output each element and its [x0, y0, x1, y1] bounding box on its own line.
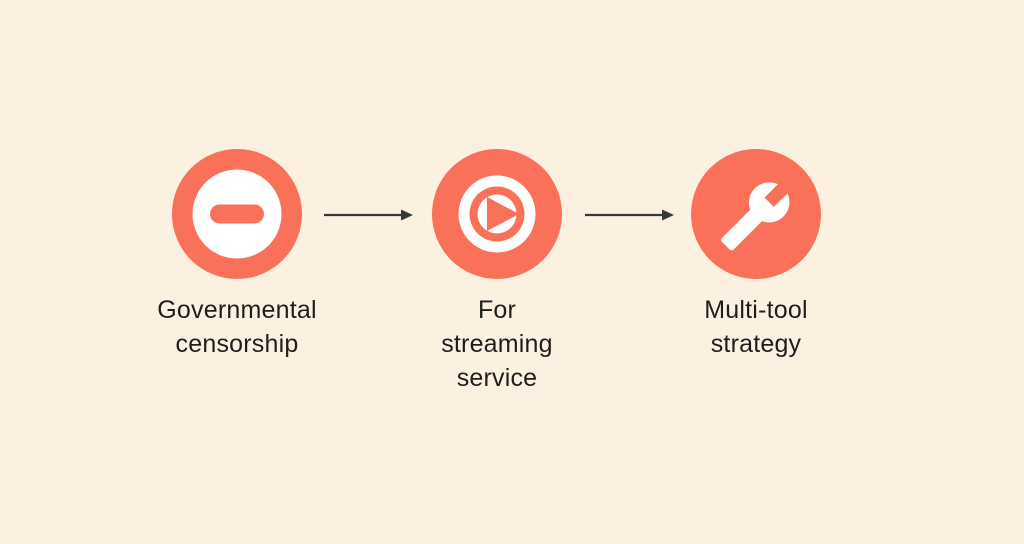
node-label-multi-tool-strategy: Multi-tool strategy [704, 296, 808, 358]
node-for-streaming-service: For streaming service [387, 149, 607, 395]
node-governmental-censorship: Governmental censorship [127, 149, 347, 361]
wrench-icon [691, 149, 821, 279]
arrow-right-icon [585, 209, 674, 221]
blocked-icon [172, 149, 302, 279]
node-multi-tool-strategy: Multi-tool strategy [646, 149, 866, 361]
node-label-for-streaming-service: For streaming service [441, 296, 553, 392]
arrow-right-icon [324, 209, 413, 221]
play-circle-icon [432, 149, 562, 279]
node-label-governmental-censorship: Governmental censorship [157, 296, 317, 358]
